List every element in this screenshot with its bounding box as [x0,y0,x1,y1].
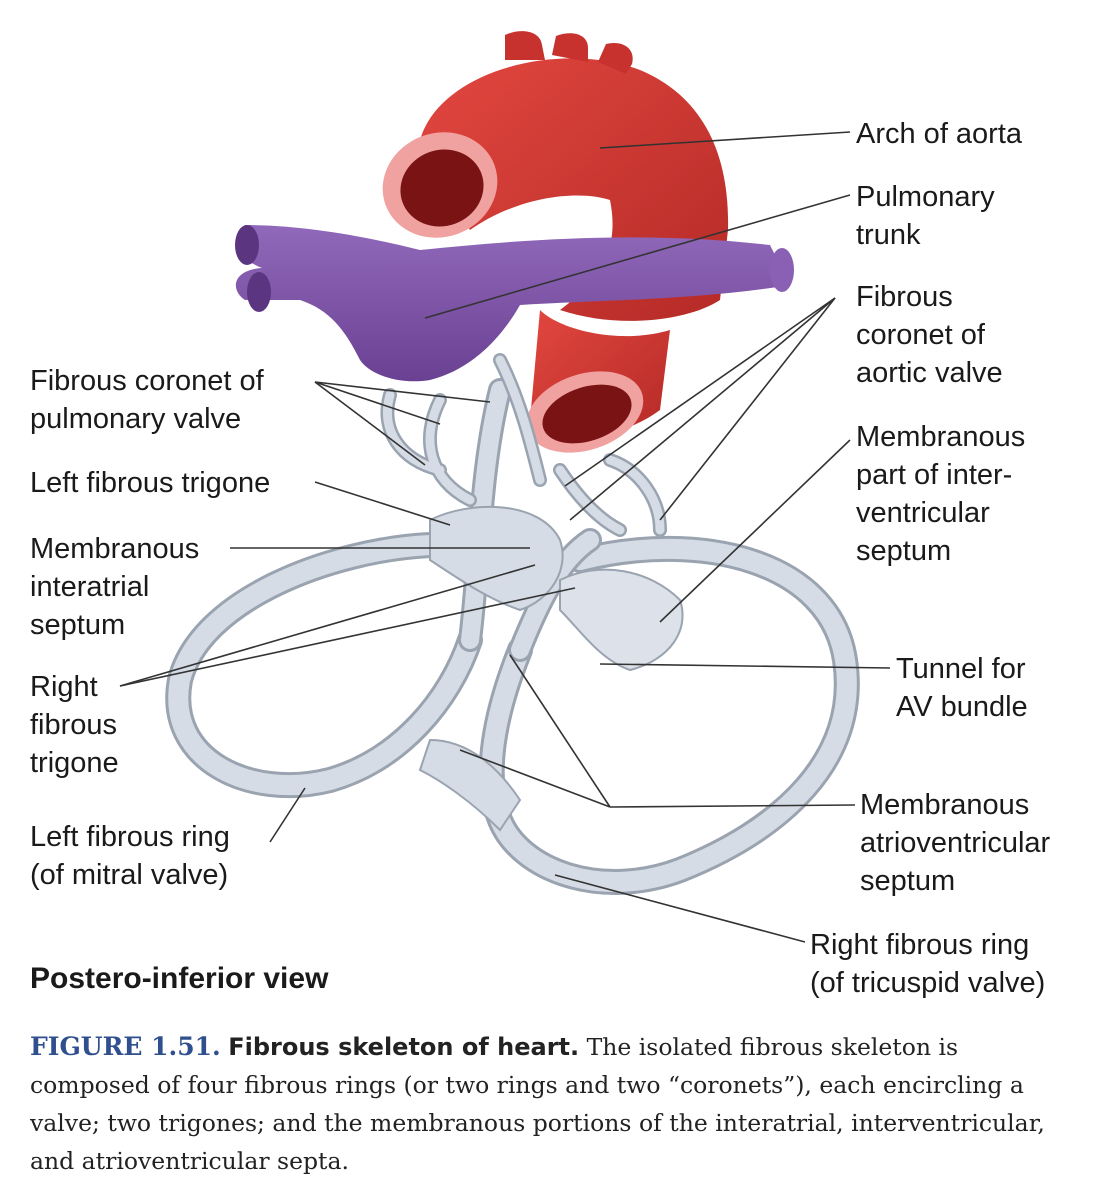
label-arch-of-aorta: Arch of aorta [856,118,1023,150]
trigone-shapes [418,505,684,832]
heart-skeleton-illustration [119,31,891,943]
label-right-fibrous-trigone: Right fibrous trigone [30,671,119,779]
label-membranous-interatrial-septum: Membranous interatrial septum [30,533,200,641]
label-left-fibrous-ring: Left fibrous ring (of mitral valve) [30,821,230,891]
label-membranous-atrioventricular-septum: Membranous atrioventricular septum [860,789,1051,897]
leader-lines [119,131,891,943]
caption-text: The isolated fibrous skeleton is compose… [30,1033,1045,1175]
label-right-fibrous-ring: Right fibrous ring (of tricuspid valve) [810,929,1046,999]
label-fibrous-coronet-pulmonary-valve: Fibrous coronet of pulmonary valve [30,365,264,435]
label-fibrous-coronet-aortic-valve: Fibrous coronet of aortic valve [856,281,1003,389]
figure-number: FIGURE 1.51. [30,1032,221,1061]
figure-caption: FIGURE 1.51. Fibrous skeleton of heart. … [30,1028,1070,1180]
pulmonary-trunk [235,225,794,382]
view-title: Postero-inferior view [30,962,329,995]
label-left-fibrous-trigone: Left fibrous trigone [30,467,271,499]
label-pulmonary-trunk: Pulmonary trunk [856,181,995,251]
label-membranous-interventricular-septum: Membranous part of inter- ventricular se… [856,421,1026,567]
figure-title: Fibrous skeleton of heart. [228,1033,580,1061]
label-tunnel-av-bundle: Tunnel for AV bundle [896,653,1028,723]
